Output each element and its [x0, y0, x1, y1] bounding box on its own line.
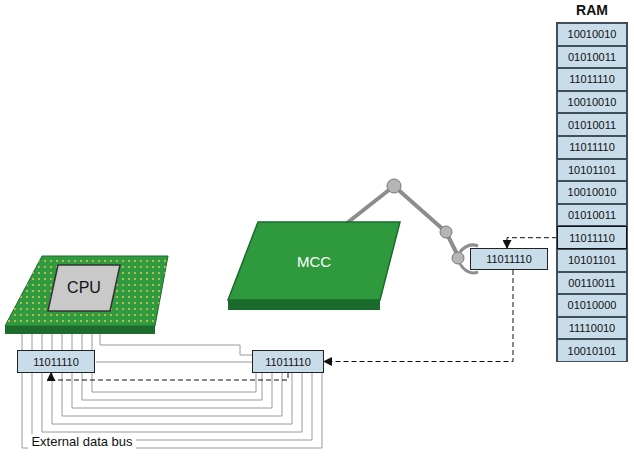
binary-value: 11011110	[569, 73, 615, 85]
binary-value: 10010010	[568, 96, 617, 108]
binary-value: 10101101	[568, 164, 616, 176]
register-box: 11011110	[17, 350, 95, 373]
binary-value: 11011110	[486, 253, 532, 265]
binary-value: 00110011	[568, 277, 615, 289]
bus-label: External data bus	[28, 434, 135, 449]
memory-cell: 01010011	[557, 46, 627, 69]
chip-label: MCC	[297, 253, 331, 270]
binary-value: 01010011	[568, 119, 616, 131]
binary-value: 11011110	[33, 356, 79, 368]
binary-value: 11110010	[569, 322, 616, 334]
memory-cell: 10010010	[557, 181, 627, 204]
mcc-chip: MCC	[228, 222, 400, 300]
data-transfer-arrow	[507, 238, 557, 248]
memory-heading: RAM	[557, 2, 627, 18]
memory-cell: 10101101	[557, 159, 627, 182]
memory-cell: 11110010	[557, 317, 627, 340]
register-box: 11011110	[252, 350, 324, 373]
binary-value: 11011110	[569, 232, 615, 244]
ram-column: RAM1001001001010011110111101001001001010…	[556, 22, 628, 362]
binary-value: 01010011	[568, 209, 616, 221]
memory-cell: 10010010	[557, 23, 627, 46]
memory-cell: 11011110	[557, 226, 627, 249]
memory-cell: 01010011	[557, 113, 627, 136]
chip-shape	[228, 222, 400, 300]
memory-cell: 11011110	[557, 68, 627, 91]
binary-value: 11011110	[569, 141, 615, 153]
memory-cell: 01010000	[557, 294, 627, 317]
memory-cell: 10101101	[557, 249, 627, 272]
binary-value: 10010101	[568, 345, 617, 357]
memory-cell: 11011110	[557, 136, 627, 159]
register-box: 11011110	[470, 248, 548, 270]
mcc-board	[228, 300, 380, 310]
data-transfer-arrow	[51, 373, 288, 380]
memory-cell: 10010101	[557, 339, 627, 362]
cpu-chip: CPU	[48, 265, 120, 311]
binary-value: 01010011	[568, 51, 616, 63]
memory-cell: 10010010	[557, 91, 627, 114]
binary-value: 01010000	[568, 299, 617, 311]
chip-shape	[48, 265, 120, 311]
binary-value: 10101101	[568, 254, 616, 266]
binary-value: 10010010	[568, 186, 617, 198]
memory-cell: 00110011	[557, 272, 627, 295]
binary-value: 11011110	[265, 356, 311, 368]
cpu-board	[5, 256, 168, 334]
binary-value: 10010010	[568, 28, 617, 40]
chip-label: CPU	[67, 279, 101, 297]
memory-cell: 01010011	[557, 204, 627, 227]
